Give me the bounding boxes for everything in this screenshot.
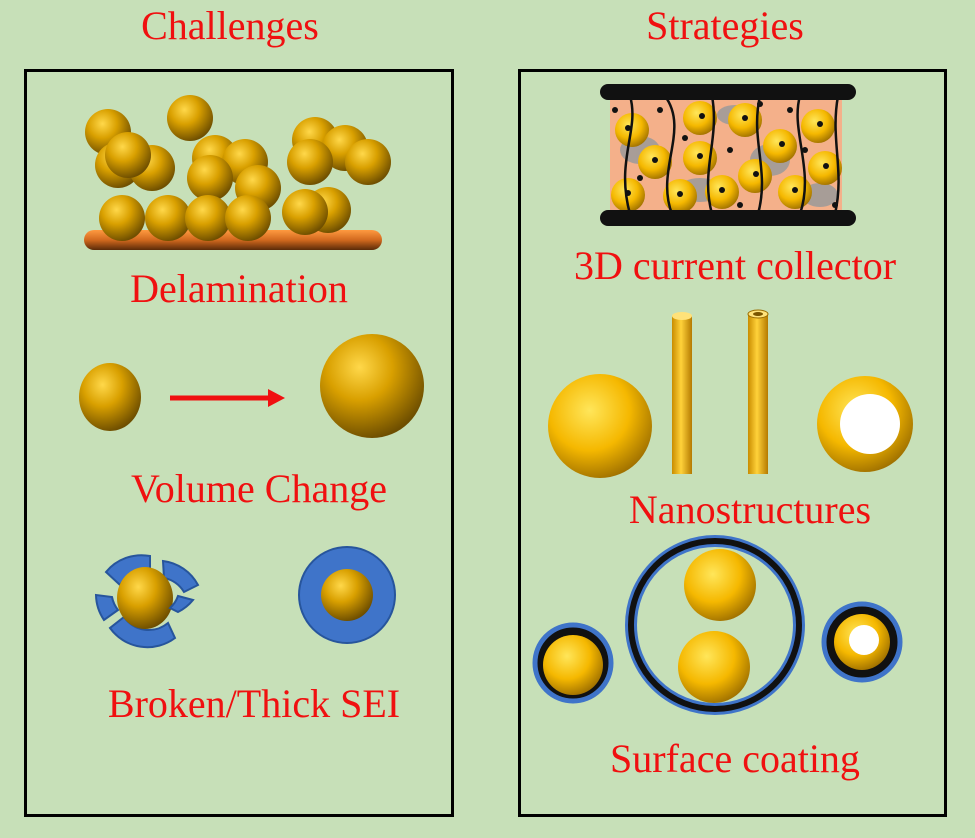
small-particle xyxy=(79,363,141,431)
large-particle xyxy=(320,334,424,438)
thick-sei-illustration xyxy=(298,546,396,644)
sei-fragment xyxy=(94,593,120,622)
current-collector-illustration xyxy=(600,84,856,226)
hollow-sphere xyxy=(817,376,913,472)
volume-change-illustration xyxy=(79,334,424,438)
particle xyxy=(187,155,233,201)
particle xyxy=(105,132,151,178)
sei-fragment xyxy=(161,559,200,594)
broken-sei-illustration xyxy=(94,554,200,649)
particle xyxy=(185,195,231,241)
current-collector-label: 3D current collector xyxy=(573,243,897,288)
particle xyxy=(225,195,271,241)
arrow-head xyxy=(268,389,285,407)
delamination-label: Delamination xyxy=(130,266,348,311)
coated-hollow-particle xyxy=(821,601,903,683)
surface-coating-illustration xyxy=(532,535,903,715)
delamination-illustration xyxy=(84,95,391,250)
nanotube xyxy=(747,309,769,474)
bottom-collector-plate xyxy=(600,210,856,226)
nanowire xyxy=(672,312,692,474)
particle xyxy=(345,139,391,185)
nanostructures-label: Nanostructures xyxy=(628,487,872,532)
challenges-panel xyxy=(24,69,454,817)
surface-coating-label: Surface coating xyxy=(610,736,860,781)
particle xyxy=(145,195,191,241)
particle xyxy=(287,139,333,185)
sei-fragment xyxy=(168,594,195,614)
strategies-panel xyxy=(518,69,947,817)
nanosphere xyxy=(548,374,652,478)
top-collector-plate xyxy=(600,84,856,100)
particle xyxy=(99,195,145,241)
nanostructures-illustration xyxy=(548,309,913,478)
particle xyxy=(282,189,328,235)
particle xyxy=(167,95,213,141)
challenges-heading: Challenges xyxy=(141,3,319,48)
strategies-heading: Strategies xyxy=(646,3,804,48)
volume-change-label: Volume Change xyxy=(131,466,387,511)
coated-cluster xyxy=(625,535,805,715)
particle xyxy=(117,567,173,629)
particle xyxy=(321,569,373,621)
coated-particle-small xyxy=(532,622,614,704)
sei-label: Broken/Thick SEI xyxy=(107,681,401,726)
